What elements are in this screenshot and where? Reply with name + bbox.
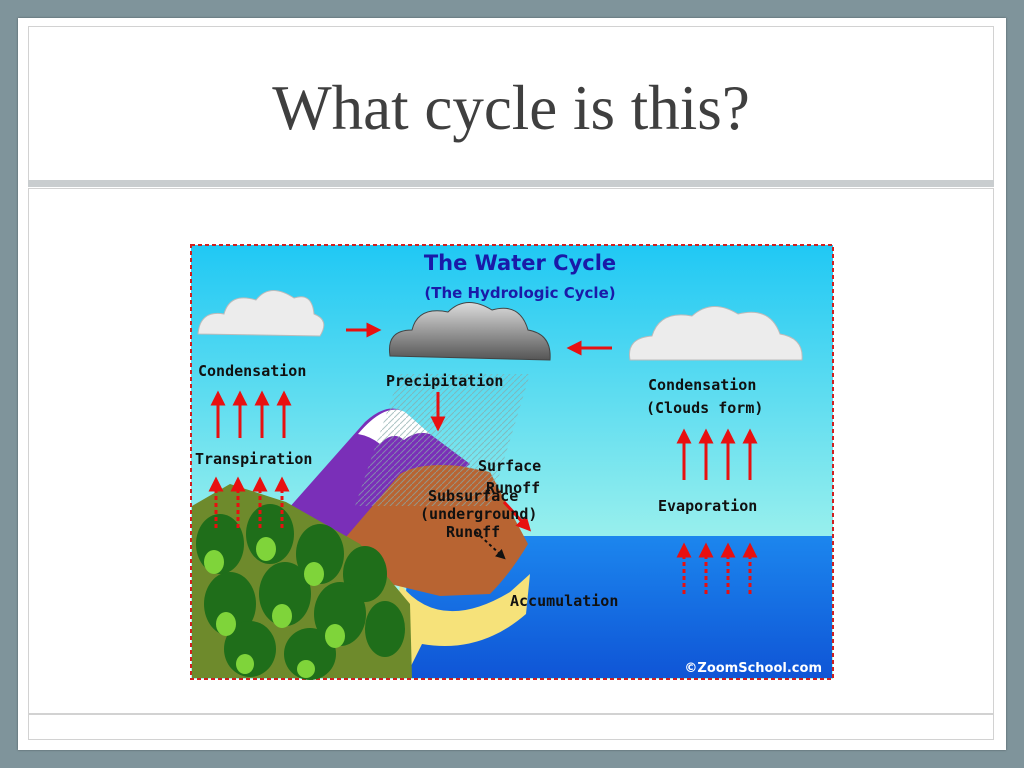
cloud-rain xyxy=(388,302,551,361)
title-divider xyxy=(28,180,994,187)
label-surface-runoff-2: Runoff xyxy=(486,479,540,497)
cloud-right xyxy=(628,306,803,361)
footer-placeholder xyxy=(28,714,994,740)
label-evaporation: Evaporation xyxy=(658,497,757,515)
title-placeholder: What cycle is this? xyxy=(28,26,994,182)
label-transpiration: Transpiration xyxy=(195,450,312,468)
label-clouds-form: (Clouds form) xyxy=(646,399,763,417)
label-subsurface-3: Runoff xyxy=(446,523,500,541)
forest xyxy=(192,484,412,680)
rain-area xyxy=(355,374,530,506)
condensation-arrows-left xyxy=(210,390,292,438)
diagram-subtitle: (The Hydrologic Cycle) xyxy=(424,284,615,302)
surface-runoff-arrow xyxy=(502,500,532,532)
label-subsurface-1: Subsurface xyxy=(428,487,518,505)
cloud-left xyxy=(197,290,325,337)
evaporation-arrows xyxy=(676,542,758,594)
label-condensation-right: Condensation xyxy=(648,376,756,394)
water-cycle-diagram: The Water Cycle (The Hydrologic Cycle) C… xyxy=(190,244,834,680)
beach xyxy=(390,574,530,678)
label-accumulation: Accumulation xyxy=(510,592,618,610)
label-surface-runoff-1: Surface xyxy=(478,457,541,475)
transpiration-arrows xyxy=(208,476,290,528)
condensation-arrows-right xyxy=(676,428,758,480)
slide-title: What cycle is this? xyxy=(272,73,750,143)
label-condensation-left: Condensation xyxy=(198,362,306,380)
content-placeholder xyxy=(28,188,994,714)
diagram-title: The Water Cycle xyxy=(424,251,616,275)
label-subsurface-2: (underground) xyxy=(420,505,537,523)
credit-text: ©ZoomSchool.com xyxy=(684,661,822,676)
label-precipitation: Precipitation xyxy=(386,372,503,390)
